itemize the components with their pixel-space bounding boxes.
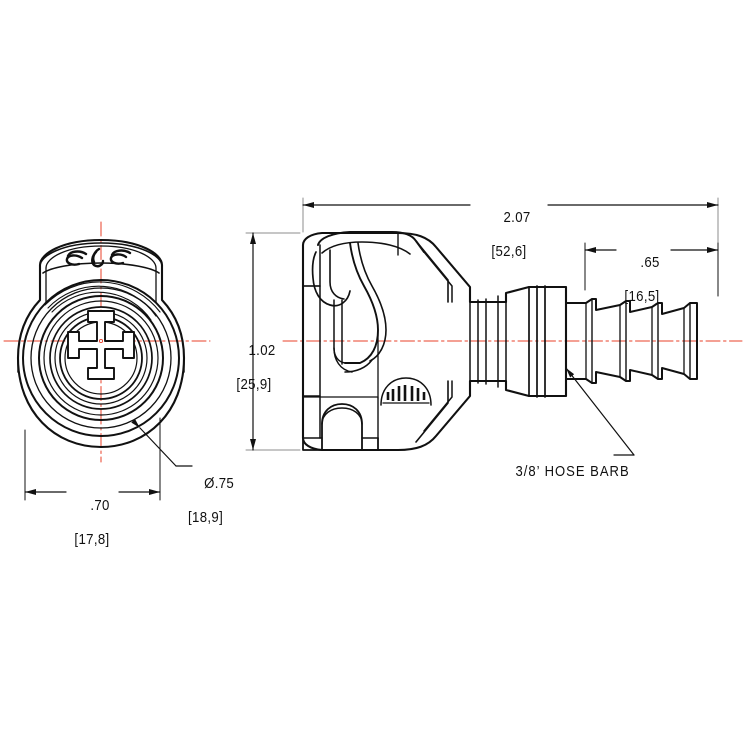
- side-mid-ribs: [469, 292, 507, 391]
- side-body-detail-lines: [302, 285, 379, 399]
- side-mounting-slot: [302, 397, 379, 451]
- dim-overall-length-text: 2.07 [52,6]: [491, 209, 531, 260]
- front-view: [16, 238, 186, 449]
- note-hose-barb-leader: [565, 367, 635, 456]
- front-concentric-rings: [22, 279, 180, 437]
- dim-front-width-ext: [24, 417, 161, 501]
- side-latch-lever: [311, 231, 425, 373]
- front-center-mark: [98, 338, 104, 344]
- dim-bore-diameter-text: Ø.75 [18,9]: [188, 475, 235, 526]
- side-lower-shoulder: [415, 380, 471, 443]
- dim-bore-diameter-leader: [131, 418, 193, 467]
- front-keyway-cross: [67, 310, 135, 380]
- note-hose-barb: 3/8’ HOSE BARB: [515, 464, 630, 480]
- dim-body-height-text: 1.02 [25,9]: [236, 342, 276, 393]
- side-hose-barb: [565, 298, 698, 384]
- front-shell-inner-edge: [45, 245, 157, 304]
- side-upper-shoulder: [397, 232, 471, 303]
- front-side-walls: [17, 357, 185, 373]
- dim-front-width-text: .70 [17,8]: [74, 497, 110, 548]
- cpc-logo: [65, 247, 132, 268]
- front-top-cap: [39, 242, 163, 274]
- body-emboss-mark: [380, 377, 432, 406]
- front-shading-arcs: [44, 281, 161, 321]
- side-view: [301, 231, 698, 452]
- dim-barb-length-text: .65 [16,5]: [624, 254, 660, 305]
